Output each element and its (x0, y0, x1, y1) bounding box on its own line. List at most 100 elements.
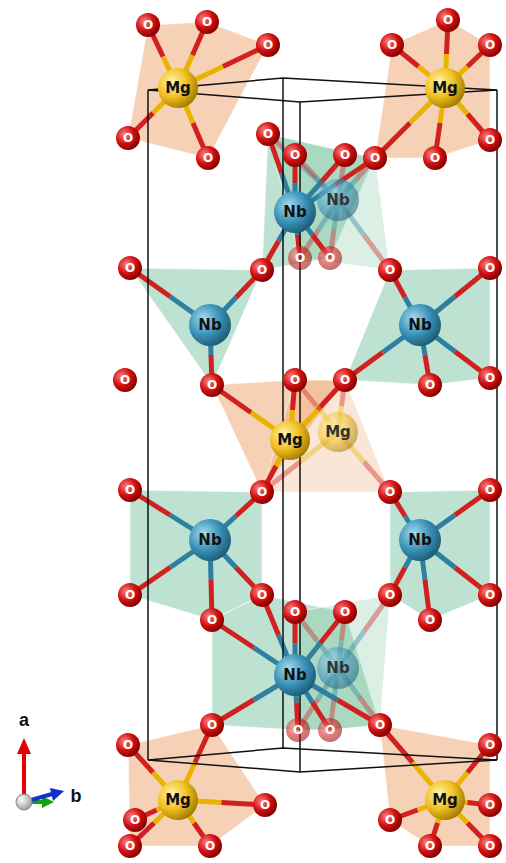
nb-octahedron (130, 490, 262, 620)
o-atom (478, 256, 502, 280)
atom-label: O (130, 814, 140, 826)
atom-label: O (125, 840, 135, 852)
o-atom (378, 583, 402, 607)
o-atom (118, 583, 142, 607)
cell-edge (496, 90, 498, 760)
o-atom (478, 128, 502, 152)
atom-label: Mg (432, 81, 458, 96)
mg-atom (158, 68, 198, 108)
atom-label: O (430, 152, 440, 164)
atom-label: O (485, 799, 495, 811)
atom-label: O (143, 19, 153, 31)
o-atom (333, 600, 357, 624)
axis-triad (16, 738, 64, 810)
atom-label: Nb (408, 318, 431, 333)
atom-label: O (385, 589, 395, 601)
atom-label: O (340, 374, 350, 386)
atom-label: O (120, 374, 130, 386)
nb-atom (317, 179, 359, 221)
atom-label: O (385, 264, 395, 276)
atom-label: Mg (165, 81, 191, 96)
atom-label: O (325, 252, 335, 264)
o-atom (478, 478, 502, 502)
nb-octahedron (268, 134, 390, 270)
atom-label: O (257, 486, 267, 498)
o-atom (378, 808, 402, 832)
o-atom (333, 368, 357, 392)
atom-label: O (257, 589, 267, 601)
mg-atom (318, 412, 358, 452)
o-atom (198, 834, 222, 858)
atom-label: O (290, 149, 300, 161)
atom-label: O (485, 262, 495, 274)
atom-label: O (202, 16, 212, 28)
atom-label: O (263, 39, 273, 51)
o-atom (283, 600, 307, 624)
nb-octahedron (390, 490, 490, 620)
atom-label: O (443, 14, 453, 26)
atom-label: O (207, 614, 217, 626)
atom-label: O (125, 262, 135, 274)
o-atom (333, 143, 357, 167)
atom-label: O (123, 739, 133, 751)
o-atom (478, 733, 502, 757)
atom-label: Nb (198, 533, 221, 548)
atom-label: Nb (283, 668, 306, 683)
arrowhead (17, 738, 31, 754)
atom-label: O (207, 379, 217, 391)
atom-label: O (325, 724, 335, 736)
atom-label: O (263, 128, 273, 140)
o-atom (288, 246, 312, 270)
atom-label: O (385, 486, 395, 498)
cell-edge (147, 90, 149, 760)
nb-atom (399, 304, 441, 346)
o-atom (195, 10, 219, 34)
o-atom (423, 146, 447, 170)
nb-octahedron (212, 595, 380, 730)
atom-label: O (125, 484, 135, 496)
atom-label: O (340, 149, 350, 161)
atom-label: Mg (277, 433, 303, 448)
o-atom (196, 146, 220, 170)
o-atom (118, 478, 142, 502)
o-atom (116, 733, 140, 757)
atom-label: O (485, 739, 495, 751)
atom-label: O (260, 799, 270, 811)
o-atom (113, 368, 137, 392)
atom-label: Nb (283, 205, 306, 220)
nb-octahedron (345, 268, 490, 385)
cell-edge (148, 748, 497, 760)
o-atom (368, 713, 392, 737)
o-atom (418, 834, 442, 858)
atom-label: O (485, 372, 495, 384)
nb-atom (274, 191, 316, 233)
atom-label: O (205, 840, 215, 852)
axis-label: a (19, 711, 29, 729)
atom-label: Nb (198, 318, 221, 333)
mg-atom (158, 780, 198, 820)
atom-label: O (257, 264, 267, 276)
o-atom (250, 583, 274, 607)
o-atom (256, 122, 280, 146)
atom-label: O (425, 614, 435, 626)
o-atom (200, 373, 224, 397)
atom-label: O (207, 719, 217, 731)
atom-label: O (290, 374, 300, 386)
o-atom (378, 480, 402, 504)
o-atom (123, 808, 147, 832)
axis-label: b (71, 787, 82, 805)
nb-atom (189, 519, 231, 561)
o-atom (118, 834, 142, 858)
o-atom (200, 713, 224, 737)
o-atom (418, 608, 442, 632)
cell-edge (148, 760, 497, 772)
atom-label: O (485, 39, 495, 51)
o-atom (286, 718, 310, 742)
o-atom (250, 258, 274, 282)
cell-edge (282, 78, 284, 748)
o-atom (136, 13, 160, 37)
o-atom (478, 366, 502, 390)
atom-label: Nb (408, 533, 431, 548)
atom-label: O (485, 840, 495, 852)
